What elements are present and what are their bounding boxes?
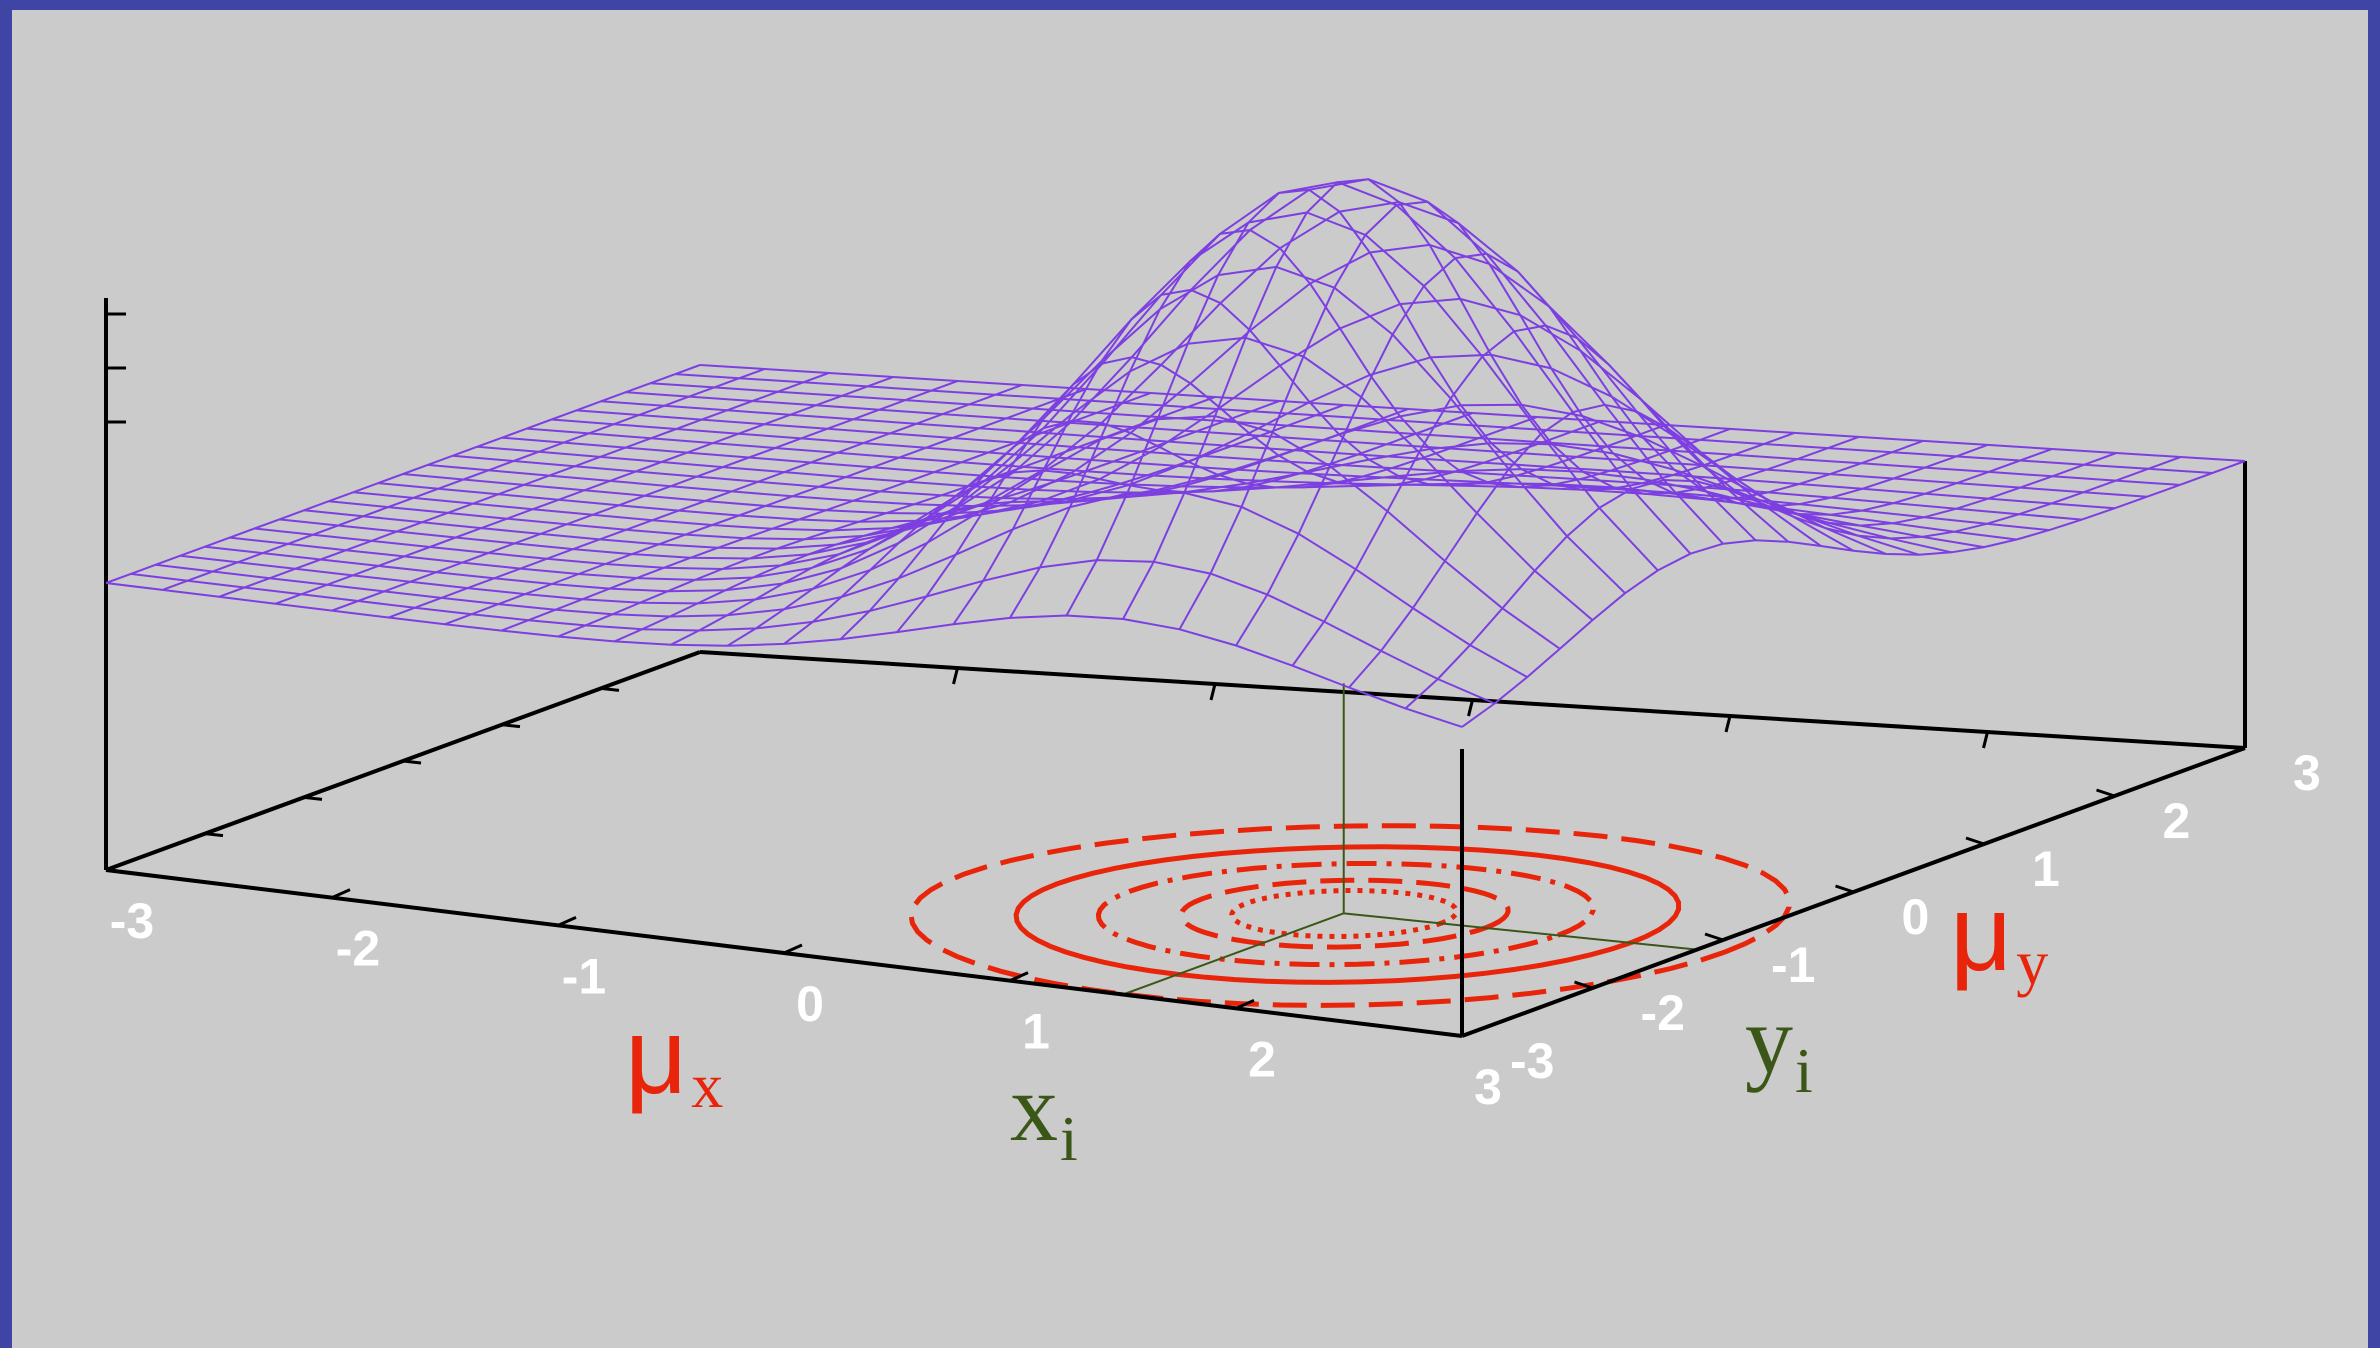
x-axis-label: μx (625, 995, 723, 1121)
contour-line-3 (1095, 861, 1596, 968)
mesh-line-y (1009, 229, 1731, 619)
contour-line-2 (1013, 844, 1682, 985)
y-tick-label: -1 (1771, 937, 1815, 993)
sample-point-axes (1122, 683, 1698, 996)
surface-mesh (105, 178, 2246, 728)
contour-line-5 (1229, 888, 1460, 940)
y-axis-back-tick (303, 795, 323, 801)
x-axis-back-tick (952, 667, 959, 685)
y-axis-tick (1704, 932, 1724, 942)
mesh-line-y (783, 412, 1473, 645)
mesh-line-y (670, 404, 1345, 646)
sample-x-guide (1122, 912, 1345, 996)
sample-y-label: yi (1745, 986, 1813, 1106)
x-tick-label: 1 (1022, 1004, 1050, 1060)
x-axis-tick (783, 943, 803, 955)
contour-line-1 (908, 823, 1792, 1008)
mesh-line-y (1461, 460, 2246, 728)
y-tick-label: 3 (2293, 745, 2321, 801)
y-axis-tick (2096, 788, 2115, 798)
mesh-line-y (501, 392, 1151, 632)
mesh-line-y (614, 400, 1280, 643)
mesh-line-y (1235, 252, 1988, 647)
sample-x-label: xi (1010, 1054, 1078, 1174)
x-tick-label: 3 (1474, 1059, 1502, 1115)
mesh-line-y (557, 396, 1216, 638)
x-axis-back-tick (1982, 731, 1989, 749)
x-axis-tick (1009, 971, 1029, 983)
mesh-line-y (839, 416, 1538, 640)
mesh-line-y (105, 364, 701, 584)
contour-line-4 (1178, 877, 1511, 950)
y-tick-label: -3 (1510, 1033, 1554, 1089)
y-tick-label: 0 (1902, 889, 1930, 945)
mesh-line-y (388, 384, 1023, 619)
y-axis-back-tick (600, 686, 620, 692)
x-tick-label: 0 (796, 976, 824, 1032)
mesh-line-y (331, 380, 958, 612)
x-axis-tick (557, 915, 577, 927)
mesh-line-y (1178, 200, 1924, 630)
x-tick-label: 2 (1248, 1031, 1276, 1087)
mesh-line-y (896, 356, 1602, 633)
mesh-line-y (1291, 324, 2053, 667)
y-tick-label: 2 (2163, 793, 2191, 849)
mesh-line-y (1404, 456, 2181, 710)
mesh-line-y (952, 288, 1666, 625)
mesh-line-y (1348, 403, 2117, 689)
contour-lines (908, 823, 1792, 1008)
x-tick-label: -2 (336, 921, 380, 977)
axis-box-front (105, 746, 2246, 1038)
mesh-line-y (444, 388, 1087, 626)
y-axis-back-tick (402, 759, 422, 765)
mesh-line-y (162, 368, 765, 591)
y-axis-label: μy (1950, 872, 2048, 998)
mesh-line-y (726, 408, 1409, 647)
y-axis-back-tick (501, 723, 521, 729)
mesh-line-y (218, 372, 830, 598)
y-tick-label: 1 (2032, 841, 2060, 897)
x-axis-back-tick (1724, 715, 1732, 733)
plot-background (12, 10, 2368, 1348)
sample-y-guide (1343, 912, 1698, 951)
y-axis-tick (1835, 884, 1854, 894)
y-axis-back-tick (204, 832, 224, 838)
x-axis-tick (1235, 998, 1255, 1010)
x-axis-back-tick (1209, 683, 1217, 701)
x-axis-back-tick (1467, 699, 1474, 717)
mesh-line-y (1065, 188, 1795, 616)
x-tick-label: -3 (110, 893, 154, 949)
y-tick-label: -2 (1641, 985, 1685, 1041)
y-axis-tick (1574, 980, 1593, 990)
x-axis-tick (331, 888, 351, 900)
y-axis-tick (1965, 836, 1985, 846)
mesh-line-y (275, 376, 894, 605)
x-tick-label: -1 (562, 948, 606, 1004)
